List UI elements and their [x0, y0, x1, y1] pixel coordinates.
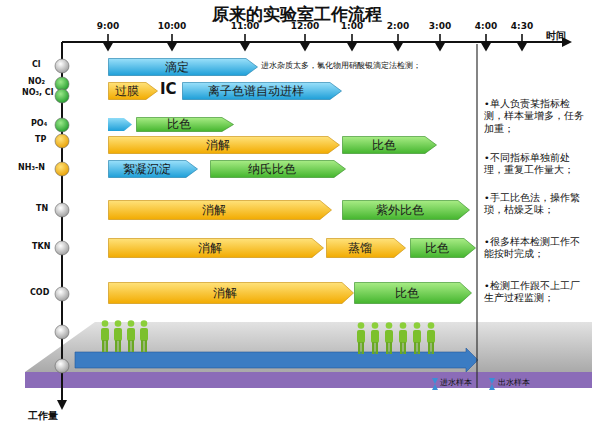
process-arrow: 过膜 [108, 82, 158, 100]
process-arrow: 比色 [410, 238, 476, 258]
step-label: 比色 [410, 238, 464, 258]
row-label: NH₃-N [18, 163, 45, 173]
process-arrow: 消解 [108, 282, 354, 304]
step-label: 紫外比色 [342, 200, 458, 220]
time-tick: 4:30 [511, 21, 533, 33]
step-label: 消解 [108, 200, 320, 220]
process-arrow: 比色 [136, 117, 234, 132]
process-arrow: 絮凝沉淀 [108, 160, 198, 178]
process-arrow: 纳氏比色 [210, 160, 346, 178]
step-label: 消解 [108, 282, 342, 304]
time-tick: 3:00 [429, 21, 451, 33]
step-label: 离子色谱自动进样 [182, 82, 330, 100]
row-label: TN [36, 204, 48, 214]
sample-marker [432, 378, 438, 390]
axis-title: 工作量 [28, 409, 58, 422]
work-platform [25, 322, 592, 372]
row-label: PO₄ [31, 119, 47, 129]
issue-note: •检测工作跟不上工厂生产过程监测； [484, 280, 588, 305]
sample-label: 进水样本 [440, 378, 472, 388]
row-note: 进水杂质太多，氯化物用硝酸银滴定法检测； [261, 61, 421, 71]
step-label: 蒸馏 [326, 238, 394, 258]
process-arrow: 比色 [342, 136, 437, 154]
sample-marker [489, 378, 495, 390]
issue-note: •手工比色法，操作繁琐，枯燥乏味； [484, 192, 588, 217]
issue-note: •单人负责某指标检测，样本量增多，任务加重； [484, 98, 588, 135]
platform-base [25, 372, 592, 388]
process-arrow: 蒸馏 [326, 238, 406, 258]
process-arrow: 消解 [108, 238, 324, 258]
step-label: 消解 [108, 238, 312, 258]
step-label: 比色 [136, 117, 222, 132]
axis-markers [55, 59, 69, 373]
time-tick: 12:00 [291, 21, 320, 33]
row-label: COD [30, 288, 49, 298]
time-ticks [104, 34, 526, 50]
row-label: Cl [32, 60, 41, 70]
time-tick: 4:00 [475, 21, 497, 33]
sample-label: 出水样本 [498, 378, 530, 388]
step-label: 过膜 [108, 82, 146, 100]
process-arrow: 离子色谱自动进样 [182, 82, 342, 100]
process-arrow [108, 118, 132, 131]
step-label: 纳氏比色 [210, 160, 334, 178]
step-label: 絮凝沉淀 [108, 160, 186, 178]
process-arrow: 消解 [108, 200, 332, 220]
time-tick: 9:00 [97, 21, 119, 33]
row-label: TP [35, 135, 46, 145]
step-label: 滴定 [108, 58, 246, 76]
step-label: 比色 [342, 136, 425, 154]
axis-title: 时间 [546, 29, 566, 42]
step-label: 比色 [354, 282, 460, 304]
axis-head [57, 400, 67, 410]
deadline-line [476, 44, 477, 388]
time-tick: 10:00 [158, 21, 187, 33]
row-label: TKN [32, 242, 50, 252]
issue-note: •不同指标单独前处理，重复工作量大； [484, 152, 588, 177]
process-arrow: 紫外比色 [342, 200, 470, 220]
time-tick: 1:00 [341, 21, 363, 33]
time-tick: 2:00 [387, 21, 409, 33]
row-label: NO₃, Cl [22, 88, 53, 98]
issue-note: •很多样本检测工作不能按时完成； [484, 236, 588, 261]
process-arrow: 滴定 [108, 58, 258, 76]
step-label: 消解 [108, 136, 328, 154]
time-tick: 11:00 [231, 21, 260, 33]
process-arrow: 比色 [354, 282, 472, 304]
method-tag: IC [160, 80, 177, 100]
row-label: NO₂ [28, 77, 45, 87]
process-arrow: 消解 [108, 136, 340, 154]
